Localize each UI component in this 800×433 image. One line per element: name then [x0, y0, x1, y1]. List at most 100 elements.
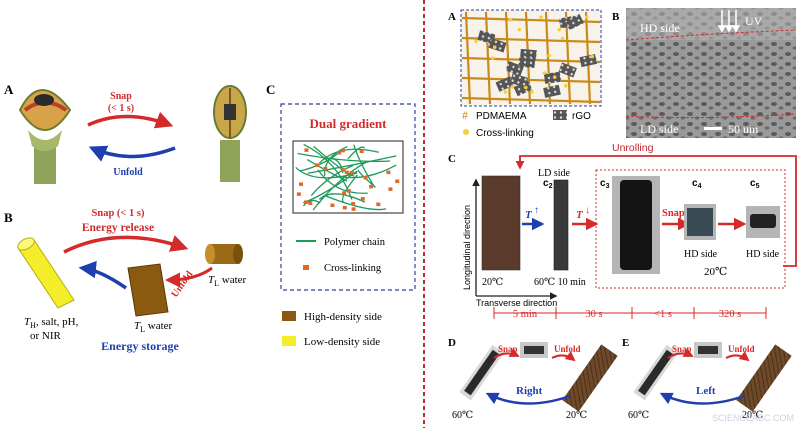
c5-label: c5 — [750, 178, 760, 190]
legend-crosslinking: Cross-linking — [476, 128, 534, 139]
arrow-down-icon: ↓ — [585, 205, 590, 216]
trigger-label: TH, salt, pH, — [24, 316, 79, 330]
crosslink-point — [296, 192, 301, 196]
crosslink-point — [363, 175, 368, 180]
tl-water-right-label: TL water — [208, 274, 247, 288]
crosslink-dot — [564, 84, 568, 88]
ld-boundary — [625, 113, 797, 119]
high-density-swatch — [282, 311, 296, 321]
sample-d-left — [464, 349, 500, 396]
low-density-rod — [17, 237, 75, 309]
c1-temp: 20℃ — [482, 277, 503, 288]
crosslink-point — [349, 170, 354, 175]
panel-letter: A — [448, 11, 456, 23]
dual-gradient-frame — [280, 103, 416, 291]
crosslink-dot — [517, 27, 522, 32]
left-panel-b: B Snap (< 1 s) Energy release TL water U… — [4, 208, 247, 353]
crosslink-point — [376, 202, 381, 207]
rgo-icon — [553, 110, 567, 120]
panel-letter: E — [622, 337, 629, 349]
panel-letter: B — [4, 210, 13, 225]
sample-c4 — [687, 208, 713, 236]
polymer-chain — [318, 193, 366, 203]
temp-right-d: 20℃ — [566, 410, 587, 421]
snap-time: (< 1 s) — [108, 103, 134, 114]
t-up-label: T — [525, 209, 533, 221]
left-panel-a: A Snap (< 1 s) Unfold — [4, 82, 247, 184]
rgo-flake — [505, 61, 524, 76]
flat-sheet — [127, 263, 169, 317]
ld-side-label-c: LD side — [538, 168, 571, 179]
polymer-chain — [317, 169, 368, 194]
c4-label: c4 — [692, 178, 702, 190]
right-panel-b: B HD side UV LD side 50 um — [612, 8, 797, 138]
snap-arrow — [87, 111, 174, 129]
timeline-label: <1 s — [654, 309, 672, 320]
crosslink-point — [346, 188, 351, 193]
dual-gradient-title: Dual gradient — [310, 116, 388, 131]
snap-label-e: Snap — [672, 344, 692, 354]
crosslink-dot — [490, 56, 495, 60]
temp-right-e: 20℃ — [742, 410, 763, 421]
flytrap-open-illustration — [18, 89, 72, 184]
rgo-flake — [565, 14, 584, 31]
trigger-label-line2: or NIR — [30, 330, 62, 342]
crosslink-dot — [503, 90, 508, 94]
polymer-chain — [312, 161, 367, 211]
crosslink-dot — [530, 89, 534, 94]
pdmaema-strand — [504, 11, 512, 105]
right-panel-c: C Unrolling Longitudinal direction Trans… — [448, 142, 797, 320]
crosslink-point — [344, 170, 349, 175]
legend-rgo: rGO — [572, 111, 591, 122]
temp-left-d: 60℃ — [452, 410, 473, 421]
unfold-arrow — [88, 145, 176, 162]
unrolling-arrow — [515, 155, 797, 267]
snap-label-d: Snap — [498, 344, 518, 354]
t-down-label: T — [576, 209, 584, 221]
left-panel-c: C Dual gradient Polymer chain Cross-link… — [266, 82, 416, 291]
crosslink-point — [340, 168, 345, 172]
crosslink-point — [340, 148, 345, 153]
snap-label-c: Snap — [662, 208, 685, 219]
sample-c1 — [481, 175, 521, 271]
crosslink-dot — [510, 84, 515, 89]
snap-label: Snap — [110, 91, 132, 102]
pdmaema-strand — [461, 76, 601, 84]
crosslink-dot — [492, 45, 497, 50]
energy-storage-arrow — [78, 260, 127, 290]
crosslink-point — [342, 191, 347, 195]
crosslink-point — [395, 179, 400, 184]
uv-label: UV — [745, 14, 763, 28]
legend-pdmaema: PDMAEMA — [476, 111, 527, 122]
sample-c5 — [750, 214, 776, 228]
unfold-arrow-red — [165, 266, 213, 288]
crosslink-dot — [584, 15, 589, 19]
crosslink-dot — [508, 18, 513, 22]
crosslink-dot-icon — [463, 129, 469, 135]
panel-letter: B — [612, 11, 620, 23]
pdmaema-strand — [461, 96, 601, 104]
c2-label: c2 — [543, 178, 553, 190]
energy-storage-label: Energy storage — [101, 339, 179, 353]
crosslink-point — [369, 184, 374, 189]
legend-low-density: Low-density side — [304, 336, 380, 348]
unfold-arrow-d — [551, 351, 576, 362]
direction-label-d: Right — [516, 385, 543, 397]
direction-label-e: Left — [696, 385, 716, 397]
legend-high-density: High-density side — [304, 311, 382, 323]
crosslink-dot — [552, 75, 557, 79]
polymer-chain — [313, 145, 355, 177]
legend-crosslinking: Cross-linking — [324, 263, 382, 274]
crosslink-point — [330, 203, 335, 208]
unfold-arrow-e — [725, 351, 750, 362]
rgo-flake — [543, 71, 562, 84]
unfold-label-d: Unfold — [554, 344, 581, 354]
composite-network — [461, 11, 601, 105]
rgo-flake — [488, 37, 507, 53]
crosslink-point — [303, 200, 308, 204]
timeline-label: 30 s — [585, 309, 602, 320]
polymer-chain — [303, 143, 353, 200]
transverse-label: Transverse direction — [476, 298, 557, 308]
